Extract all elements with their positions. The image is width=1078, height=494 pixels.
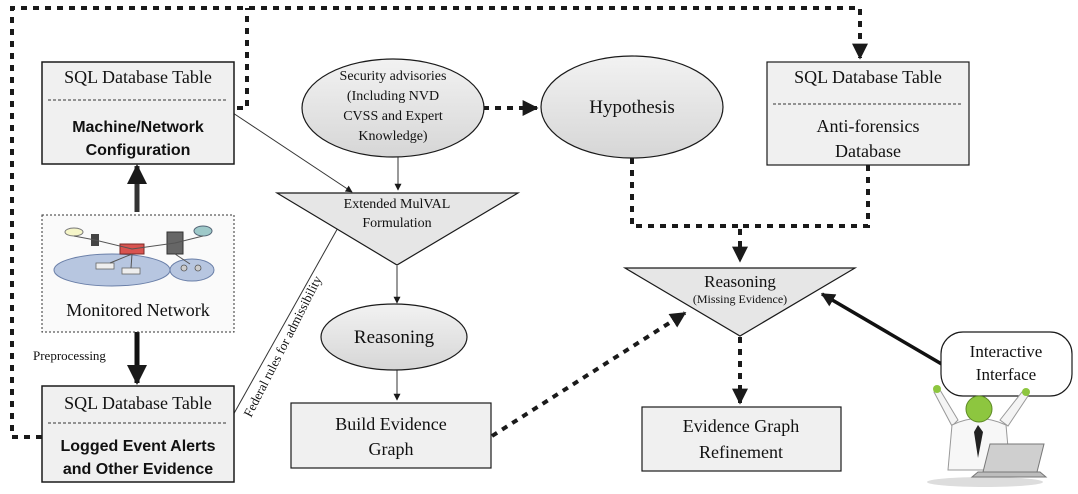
interactive-to-missing-edge bbox=[820, 292, 946, 368]
db-antiforensics-box: SQL Database Table Anti-forensics Databa… bbox=[766, 61, 970, 166]
graph-to-missing-edge bbox=[490, 311, 687, 438]
antiforensics-to-missing-edge bbox=[732, 165, 870, 263]
hypothesis-label: Hypothesis bbox=[589, 97, 675, 118]
db-logged-line-1: Logged Event Alerts bbox=[61, 438, 216, 455]
hypothesis-ellipse: Hypothesis bbox=[540, 55, 724, 159]
reasoning-ellipse: Reasoning bbox=[320, 303, 468, 371]
advisories-line-4: Knowledge) bbox=[358, 129, 428, 144]
machine-config-to-antiforensics-edge bbox=[237, 8, 249, 110]
interactive-interface-bubble: Interactive Interface bbox=[940, 331, 1073, 397]
interactive-line-1: Interactive bbox=[970, 342, 1043, 361]
reasoning-missing-subtitle: (Missing Evidence) bbox=[693, 292, 787, 306]
network-diagram-icon bbox=[53, 225, 215, 287]
db-antiforensics-line-1: Anti-forensics bbox=[817, 116, 920, 136]
build-graph-line-2: Graph bbox=[369, 439, 414, 459]
evidence-graph-refinement-box: Evidence Graph Refinement bbox=[641, 406, 842, 472]
preprocessing-label: Preprocessing bbox=[33, 348, 106, 363]
db-machine-header: SQL Database Table bbox=[64, 67, 212, 87]
monitored-network-label: Monitored Network bbox=[66, 300, 209, 320]
db-machine-line-2: Configuration bbox=[86, 142, 191, 159]
interactive-line-2: Interface bbox=[976, 365, 1036, 384]
build-evidence-graph-box: Build Evidence Graph bbox=[290, 402, 492, 469]
federal-rules-label: Federal rules for admissibility bbox=[240, 273, 325, 420]
advisories-line-1: Security advisories bbox=[340, 69, 447, 84]
feedback-loop-edge bbox=[10, 6, 868, 439]
advisories-line-3: CVSS and Expert bbox=[343, 109, 443, 124]
mulval-formulation-triangle: Extended MulVAL Formulation bbox=[274, 192, 521, 266]
db-logged-line-2: and Other Evidence bbox=[63, 461, 213, 478]
reasoning-missing-title: Reasoning bbox=[704, 272, 776, 291]
db-machine-config-box: SQL Database Table Machine/Network Confi… bbox=[41, 61, 235, 165]
db-logged-header: SQL Database Table bbox=[64, 393, 212, 413]
build-graph-line-1: Build Evidence bbox=[335, 414, 446, 434]
advisories-line-2: (Including NVD bbox=[347, 89, 439, 104]
mulval-line-1: Extended MulVAL bbox=[344, 197, 451, 212]
federal-rules-edge bbox=[231, 216, 345, 418]
hypothesis-to-missing-edge bbox=[630, 158, 740, 228]
config-to-mulval-edge bbox=[232, 112, 353, 193]
user-at-laptop-icon bbox=[927, 385, 1048, 487]
refinement-line-2: Refinement bbox=[699, 442, 783, 462]
reasoning-label: Reasoning bbox=[354, 327, 435, 348]
security-advisories-ellipse: Security advisories (Including NVD CVSS … bbox=[301, 58, 485, 158]
db-logged-events-box: SQL Database Table Logged Event Alerts a… bbox=[41, 385, 235, 483]
reasoning-missing-evidence-triangle: Reasoning (Missing Evidence) bbox=[622, 267, 858, 337]
db-antiforensics-line-2: Database bbox=[835, 141, 901, 161]
connectors bbox=[10, 6, 946, 439]
db-antiforensics-header: SQL Database Table bbox=[794, 67, 942, 87]
db-machine-line-1: Machine/Network bbox=[72, 119, 204, 136]
monitored-network-box: Monitored Network bbox=[41, 214, 235, 333]
mulval-line-2: Formulation bbox=[362, 216, 431, 231]
refinement-line-1: Evidence Graph bbox=[683, 416, 799, 436]
